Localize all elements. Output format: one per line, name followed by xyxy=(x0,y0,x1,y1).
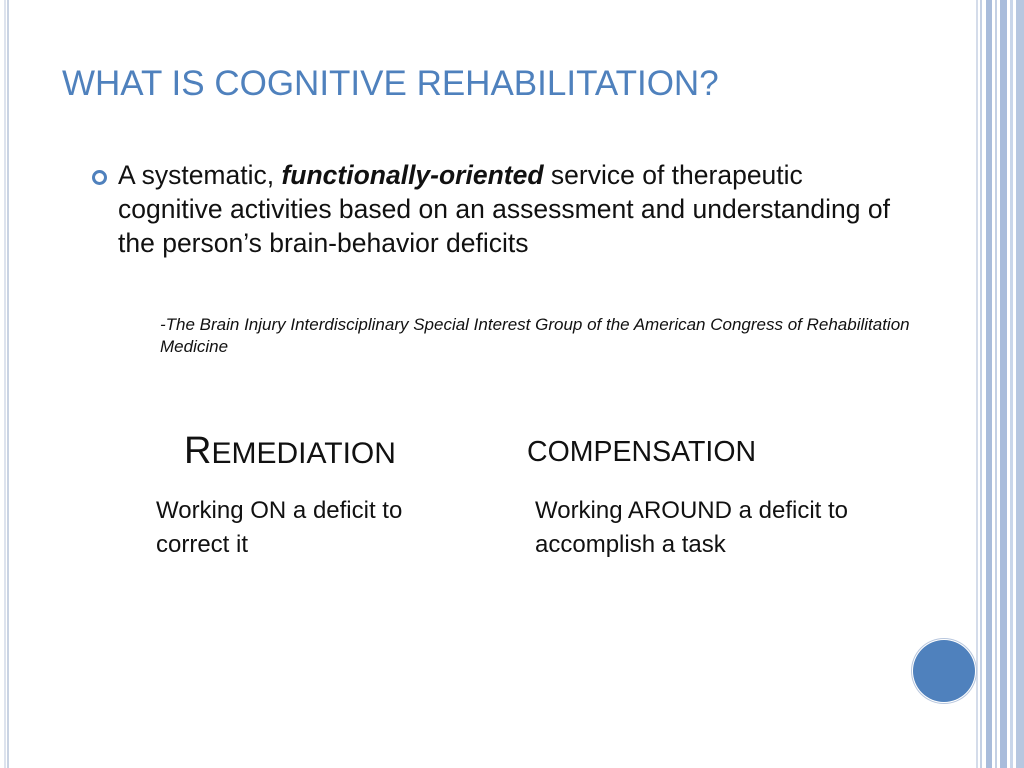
left-border-inner-line xyxy=(4,0,6,768)
slide-title: WHAT IS COGNITIVE REHABILITATION? xyxy=(62,64,719,103)
stripe-4 xyxy=(995,0,997,768)
remediation-description: Working ON a deficit to correct it xyxy=(156,497,403,558)
compensation-heading: COMPENSATION xyxy=(527,436,757,468)
compensation-description: Working AROUND a deficit to accomplish a… xyxy=(535,497,848,558)
bullet-text-before: A systematic, xyxy=(118,160,282,190)
remediation-heading: REMEDIATION xyxy=(184,430,396,473)
bullet-text-after: service of therapeutic cognitive activit… xyxy=(118,160,890,258)
bullet-text: A systematic, functionally-oriented serv… xyxy=(118,158,908,260)
stripe-1 xyxy=(976,0,978,768)
left-border-rule xyxy=(0,0,9,768)
decorative-circle xyxy=(913,640,975,702)
stripe-2 xyxy=(980,0,982,768)
right-decorative-stripes xyxy=(976,0,1024,768)
bullet-emphasis: functionally-oriented xyxy=(281,160,544,190)
stripe-5 xyxy=(1000,0,1007,768)
stripe-6 xyxy=(1010,0,1013,768)
remediation-heading-rest: EMEDIATION xyxy=(211,437,396,470)
bullet-ring-icon xyxy=(92,170,107,185)
stripe-7 xyxy=(1016,0,1024,768)
stripe-3 xyxy=(986,0,992,768)
remediation-heading-initial: R xyxy=(184,430,212,472)
citation: -The Brain Injury Interdisciplinary Spec… xyxy=(160,315,910,356)
